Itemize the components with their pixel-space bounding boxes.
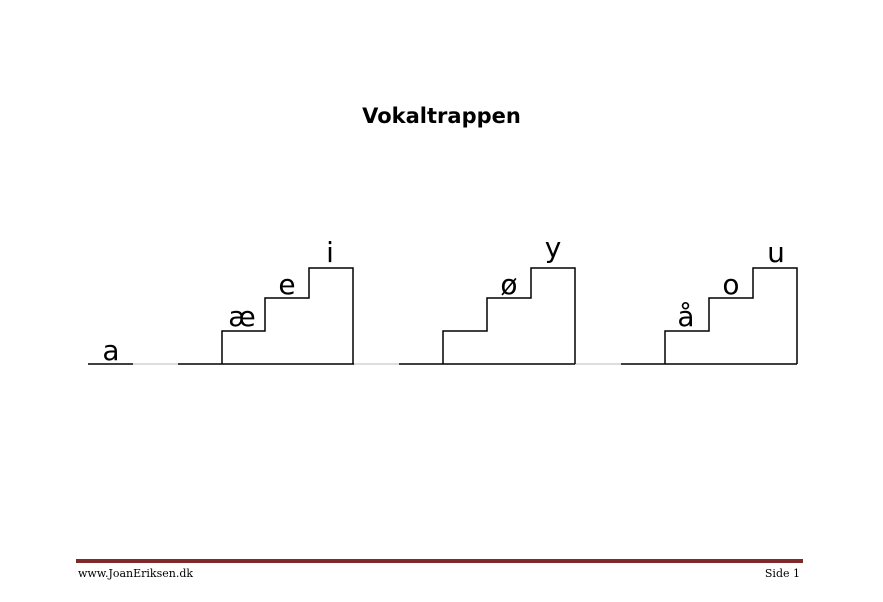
staircase-3 <box>664 267 798 364</box>
footer-website: www.JoanEriksen.dk <box>78 567 194 580</box>
letter-y: y <box>545 231 562 264</box>
letter-ae: æ <box>228 300 256 333</box>
staircase-1 <box>221 267 354 364</box>
letter-u: u <box>767 236 785 269</box>
letter-aa: å <box>677 300 694 333</box>
page-title: Vokaltrappen <box>362 104 521 128</box>
letter-a: a <box>102 334 119 367</box>
letter-e: e <box>278 268 295 301</box>
footer-divider <box>76 559 803 563</box>
footer-page-number: Side 1 <box>764 567 800 580</box>
letter-i: i <box>326 236 334 269</box>
letter-o: o <box>722 268 739 301</box>
staircase-2 <box>442 267 576 364</box>
letter-oe: ø <box>500 268 517 301</box>
